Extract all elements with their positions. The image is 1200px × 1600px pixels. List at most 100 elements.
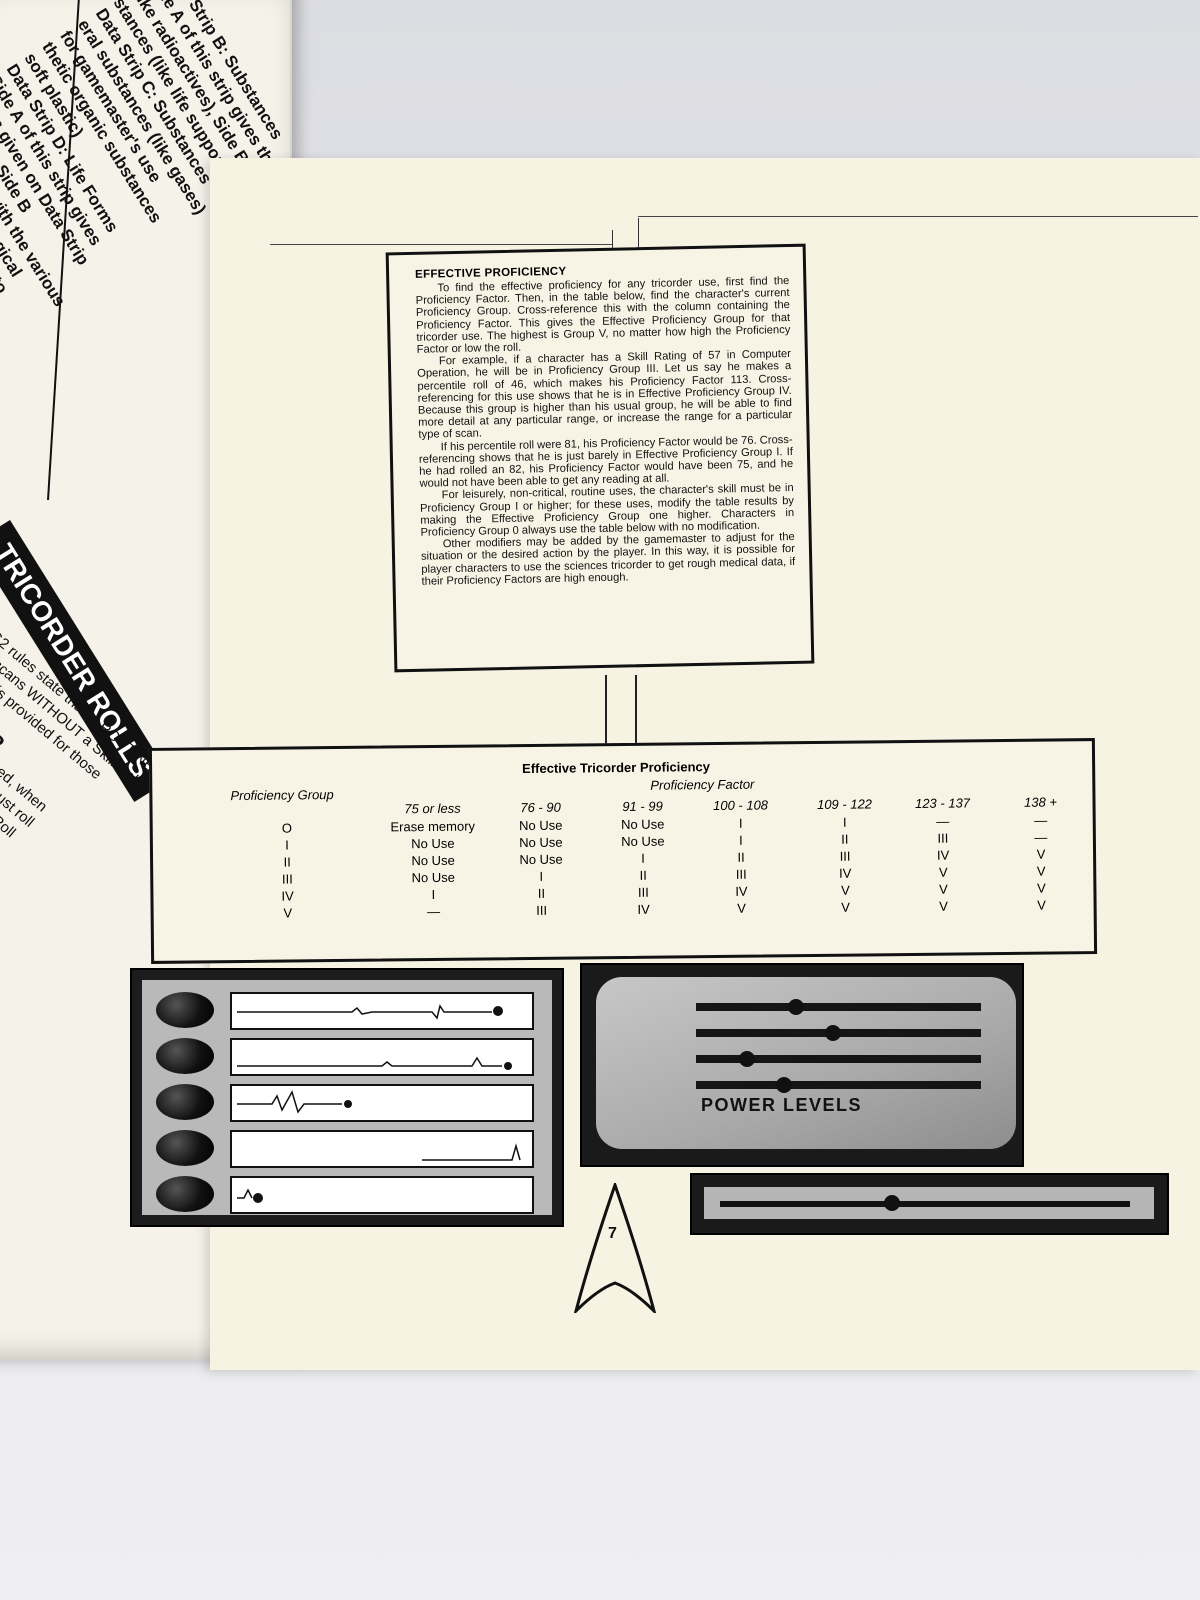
dial-knob <box>156 992 214 1028</box>
table-cell: III <box>735 866 747 882</box>
table-cell: — <box>1034 812 1048 828</box>
factor-column-header: 109 - 122 <box>816 796 873 812</box>
power-levels-panel: POWER LEVELS <box>596 977 1016 1149</box>
dial-knob <box>156 1038 214 1074</box>
oscilloscope-trace <box>230 992 534 1030</box>
oscilloscope-trace <box>230 1176 534 1214</box>
table-cell: V <box>939 898 949 914</box>
table-cell: III <box>637 884 649 900</box>
box-connector-left <box>605 675 607 753</box>
box-connector-right <box>635 675 637 753</box>
table-cell: II <box>737 849 745 865</box>
table-cell: IV <box>839 865 852 881</box>
box-paragraph: If his percentile roll were 81, his Prof… <box>418 433 794 491</box>
box-paragraph: Other modifiers may be added by the game… <box>420 531 796 588</box>
power-level-marker <box>776 1077 793 1093</box>
table-cell: V <box>841 899 851 915</box>
tricorder-proficiency-table: Effective Tricorder Proficiency Proficie… <box>148 738 1098 964</box>
starfleet-delta-icon <box>573 1183 657 1313</box>
factor-column-header: 100 - 108 <box>712 797 769 814</box>
slider-track <box>720 1195 1130 1211</box>
table-cell: II <box>639 867 647 883</box>
page-number: 7 <box>608 1225 617 1242</box>
power-level-marker <box>739 1051 756 1067</box>
table-cell: III <box>536 902 548 918</box>
table-cell: No Use <box>620 816 665 833</box>
table-cell: I <box>641 850 645 866</box>
dial-knob <box>156 1130 214 1166</box>
table-cell: — <box>936 813 950 829</box>
factor-column-header: 75 or less <box>404 800 461 817</box>
dial-knob <box>156 1084 214 1120</box>
table-title: Effective Tricorder Proficiency <box>522 759 711 777</box>
box-paragraph: To find the effective proficiency for an… <box>415 274 791 356</box>
group-cell: III <box>281 871 293 887</box>
table-cell: No Use <box>621 833 665 850</box>
table-cell: V <box>1036 880 1046 896</box>
group-cell: I <box>285 837 289 853</box>
table-cell: No Use <box>519 851 563 868</box>
group-cell: IV <box>281 888 294 904</box>
table-cell: V <box>1037 897 1046 913</box>
power-levels-label: POWER LEVELS <box>701 1095 863 1115</box>
power-level-track <box>696 1025 981 1041</box>
table-cell: — <box>427 903 441 920</box>
dial-knob <box>156 1176 214 1212</box>
box-paragraph: For leisurely, non-critical, routine use… <box>419 482 795 539</box>
slider-tray <box>690 1173 1169 1235</box>
table-cell: I <box>431 886 436 903</box>
table-cell: III <box>839 848 851 864</box>
table-cell: No Use <box>519 834 563 851</box>
oscilloscope-trace <box>230 1084 534 1122</box>
left-page-border-lines <box>47 0 80 501</box>
table-cell: V <box>1036 846 1046 862</box>
table-cell: V <box>841 882 850 898</box>
power-level-track <box>696 1051 981 1067</box>
table-cell: No Use <box>411 835 455 852</box>
table-cell: No Use <box>411 852 455 869</box>
proficiency-factor-header: Proficiency Factor <box>650 776 755 793</box>
top-rule-right <box>638 216 1198 217</box>
table-cell: V <box>938 864 948 880</box>
slider-knob <box>884 1195 901 1211</box>
scanner-panel <box>142 980 552 1215</box>
factor-column-header: 76 - 90 <box>520 799 561 816</box>
table-cell: I <box>842 814 847 830</box>
factor-column-header: 123 - 137 <box>914 795 971 811</box>
scanner-console <box>130 968 564 1227</box>
table-cell: IV <box>936 847 950 863</box>
table-cell: V <box>1036 863 1046 879</box>
right-page: EFFECTIVE PROFICIENCY To find the effect… <box>130 158 1200 1370</box>
oscilloscope-trace <box>230 1130 534 1168</box>
table-cell: I <box>739 832 743 848</box>
table-cell: — <box>1034 829 1048 845</box>
table-cell: Erase memory <box>390 818 476 835</box>
factor-column-header: 91 - 99 <box>622 798 663 815</box>
connector-line <box>612 230 613 260</box>
slider-panel <box>704 1187 1154 1219</box>
box-paragraph: For example, if a character has a Skill … <box>417 348 793 442</box>
table-cell: III <box>937 830 949 846</box>
factor-column-header: 138 + <box>1023 794 1058 810</box>
top-rule-left <box>270 244 612 245</box>
table-cell: V <box>938 881 948 897</box>
table-cell: IV <box>637 901 650 917</box>
table-cell: II <box>537 885 546 901</box>
table-cell: V <box>737 900 747 916</box>
power-level-marker <box>824 1025 841 1041</box>
group-cell: II <box>283 854 291 870</box>
proficiency-group-header: Proficiency Group <box>230 787 334 804</box>
table-cell: No Use <box>518 817 563 834</box>
effective-proficiency-box: EFFECTIVE PROFICIENCY To find the effect… <box>385 243 815 673</box>
power-level-marker <box>787 999 804 1015</box>
group-cell: V <box>283 905 293 921</box>
connector-line <box>638 218 639 260</box>
